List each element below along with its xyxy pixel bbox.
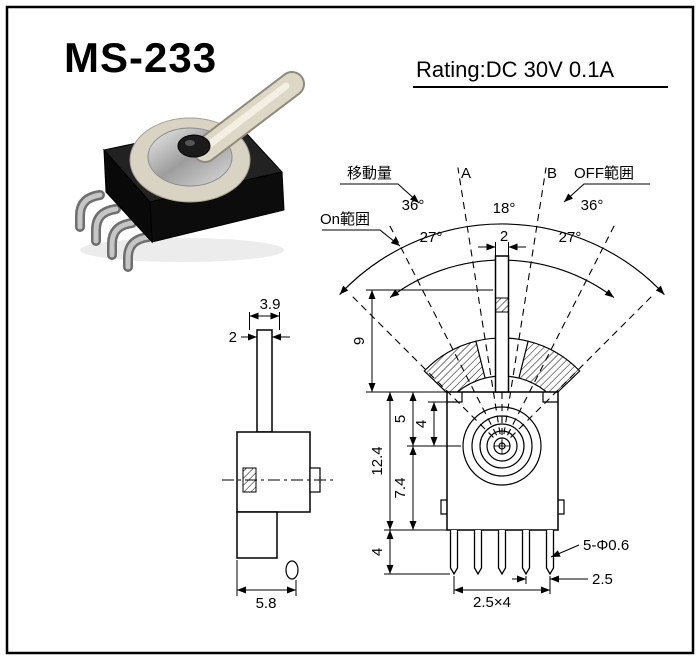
- product-photo: [75, 71, 305, 272]
- movement-leader: [340, 183, 420, 204]
- front-pins: [449, 530, 555, 576]
- photo-knob-glint: [185, 140, 195, 146]
- dim-2-label: 2: [229, 329, 237, 346]
- front-corner-step-right: [542, 392, 558, 403]
- dim-2-5-label: 2.5: [592, 571, 613, 588]
- dim-4-pin-label: 4: [369, 548, 386, 556]
- dim-5-label: 5: [392, 415, 409, 423]
- point-b-label: B: [547, 165, 557, 182]
- movement-label: 移動量: [347, 165, 392, 182]
- pin-spec-label: 5-Φ0.6: [583, 537, 629, 554]
- side-dimensions: [236, 312, 297, 596]
- pin-dimensions: [453, 544, 588, 594]
- angle-off-label: 36°: [581, 197, 604, 214]
- angle-27-left-label: 27°: [420, 229, 443, 246]
- line-27-right: [506, 224, 616, 436]
- lever-width-label: 2: [500, 228, 508, 245]
- dim-pitch-label: 2.5×4: [473, 594, 511, 611]
- dim-3-9-label: 3.9: [260, 296, 281, 313]
- side-lever: [256, 329, 273, 433]
- line-b: [503, 167, 547, 435]
- fan-labels: 移動量 On範囲 OFF範囲 A B 36° 18° 36° 27° 27° 2: [320, 164, 650, 256]
- lever-pivot-hatch: [495, 297, 509, 313]
- point-a-label: A: [461, 165, 471, 182]
- line-27-left: [388, 224, 498, 436]
- dim-12-4-label: 12.4: [369, 446, 386, 475]
- on-range-leader: [322, 229, 401, 247]
- dim-4-top-label: 4: [413, 420, 430, 428]
- angle-center-label: 18°: [493, 200, 516, 217]
- off-range-label: OFF範囲: [574, 164, 634, 182]
- side-pin-section: [285, 560, 299, 580]
- front-view: [440, 391, 565, 576]
- on-range-label: On範囲: [320, 210, 370, 228]
- front-corner-step-left: [447, 392, 463, 403]
- photo-pins: [75, 190, 153, 272]
- fan-dashed-lines: [351, 167, 653, 446]
- front-lever: [494, 255, 510, 393]
- photo-pivot-knob: [177, 134, 211, 158]
- photo-lever: [192, 71, 305, 163]
- angle-on-label: 36°: [402, 197, 425, 214]
- side-view: [222, 329, 334, 580]
- line-a: [457, 167, 501, 435]
- rating-text: Rating:DC 30V 0.1A: [416, 57, 614, 82]
- line-45-right: [510, 295, 653, 438]
- line-45-left: [351, 295, 494, 438]
- angle-arc-outer: [339, 223, 665, 296]
- dim-7-4-label: 7.4: [392, 478, 409, 499]
- angle-27-right-label: 27°: [559, 229, 582, 246]
- front-side-tab-right: [558, 499, 565, 515]
- front-dimension-labels: 9 12.4 5 7.4 4 4: [351, 337, 430, 556]
- dim-9-label: 9: [351, 337, 368, 345]
- pin-spec-leader: [550, 544, 580, 558]
- model-title: MS-233: [64, 34, 217, 81]
- front-dimensions: [366, 289, 493, 575]
- off-range-leader: [563, 183, 650, 203]
- side-lower-block: [236, 511, 278, 559]
- front-side-tab-left: [440, 499, 447, 515]
- page-border: [5, 5, 695, 655]
- dim-5-8-label: 5.8: [256, 595, 277, 612]
